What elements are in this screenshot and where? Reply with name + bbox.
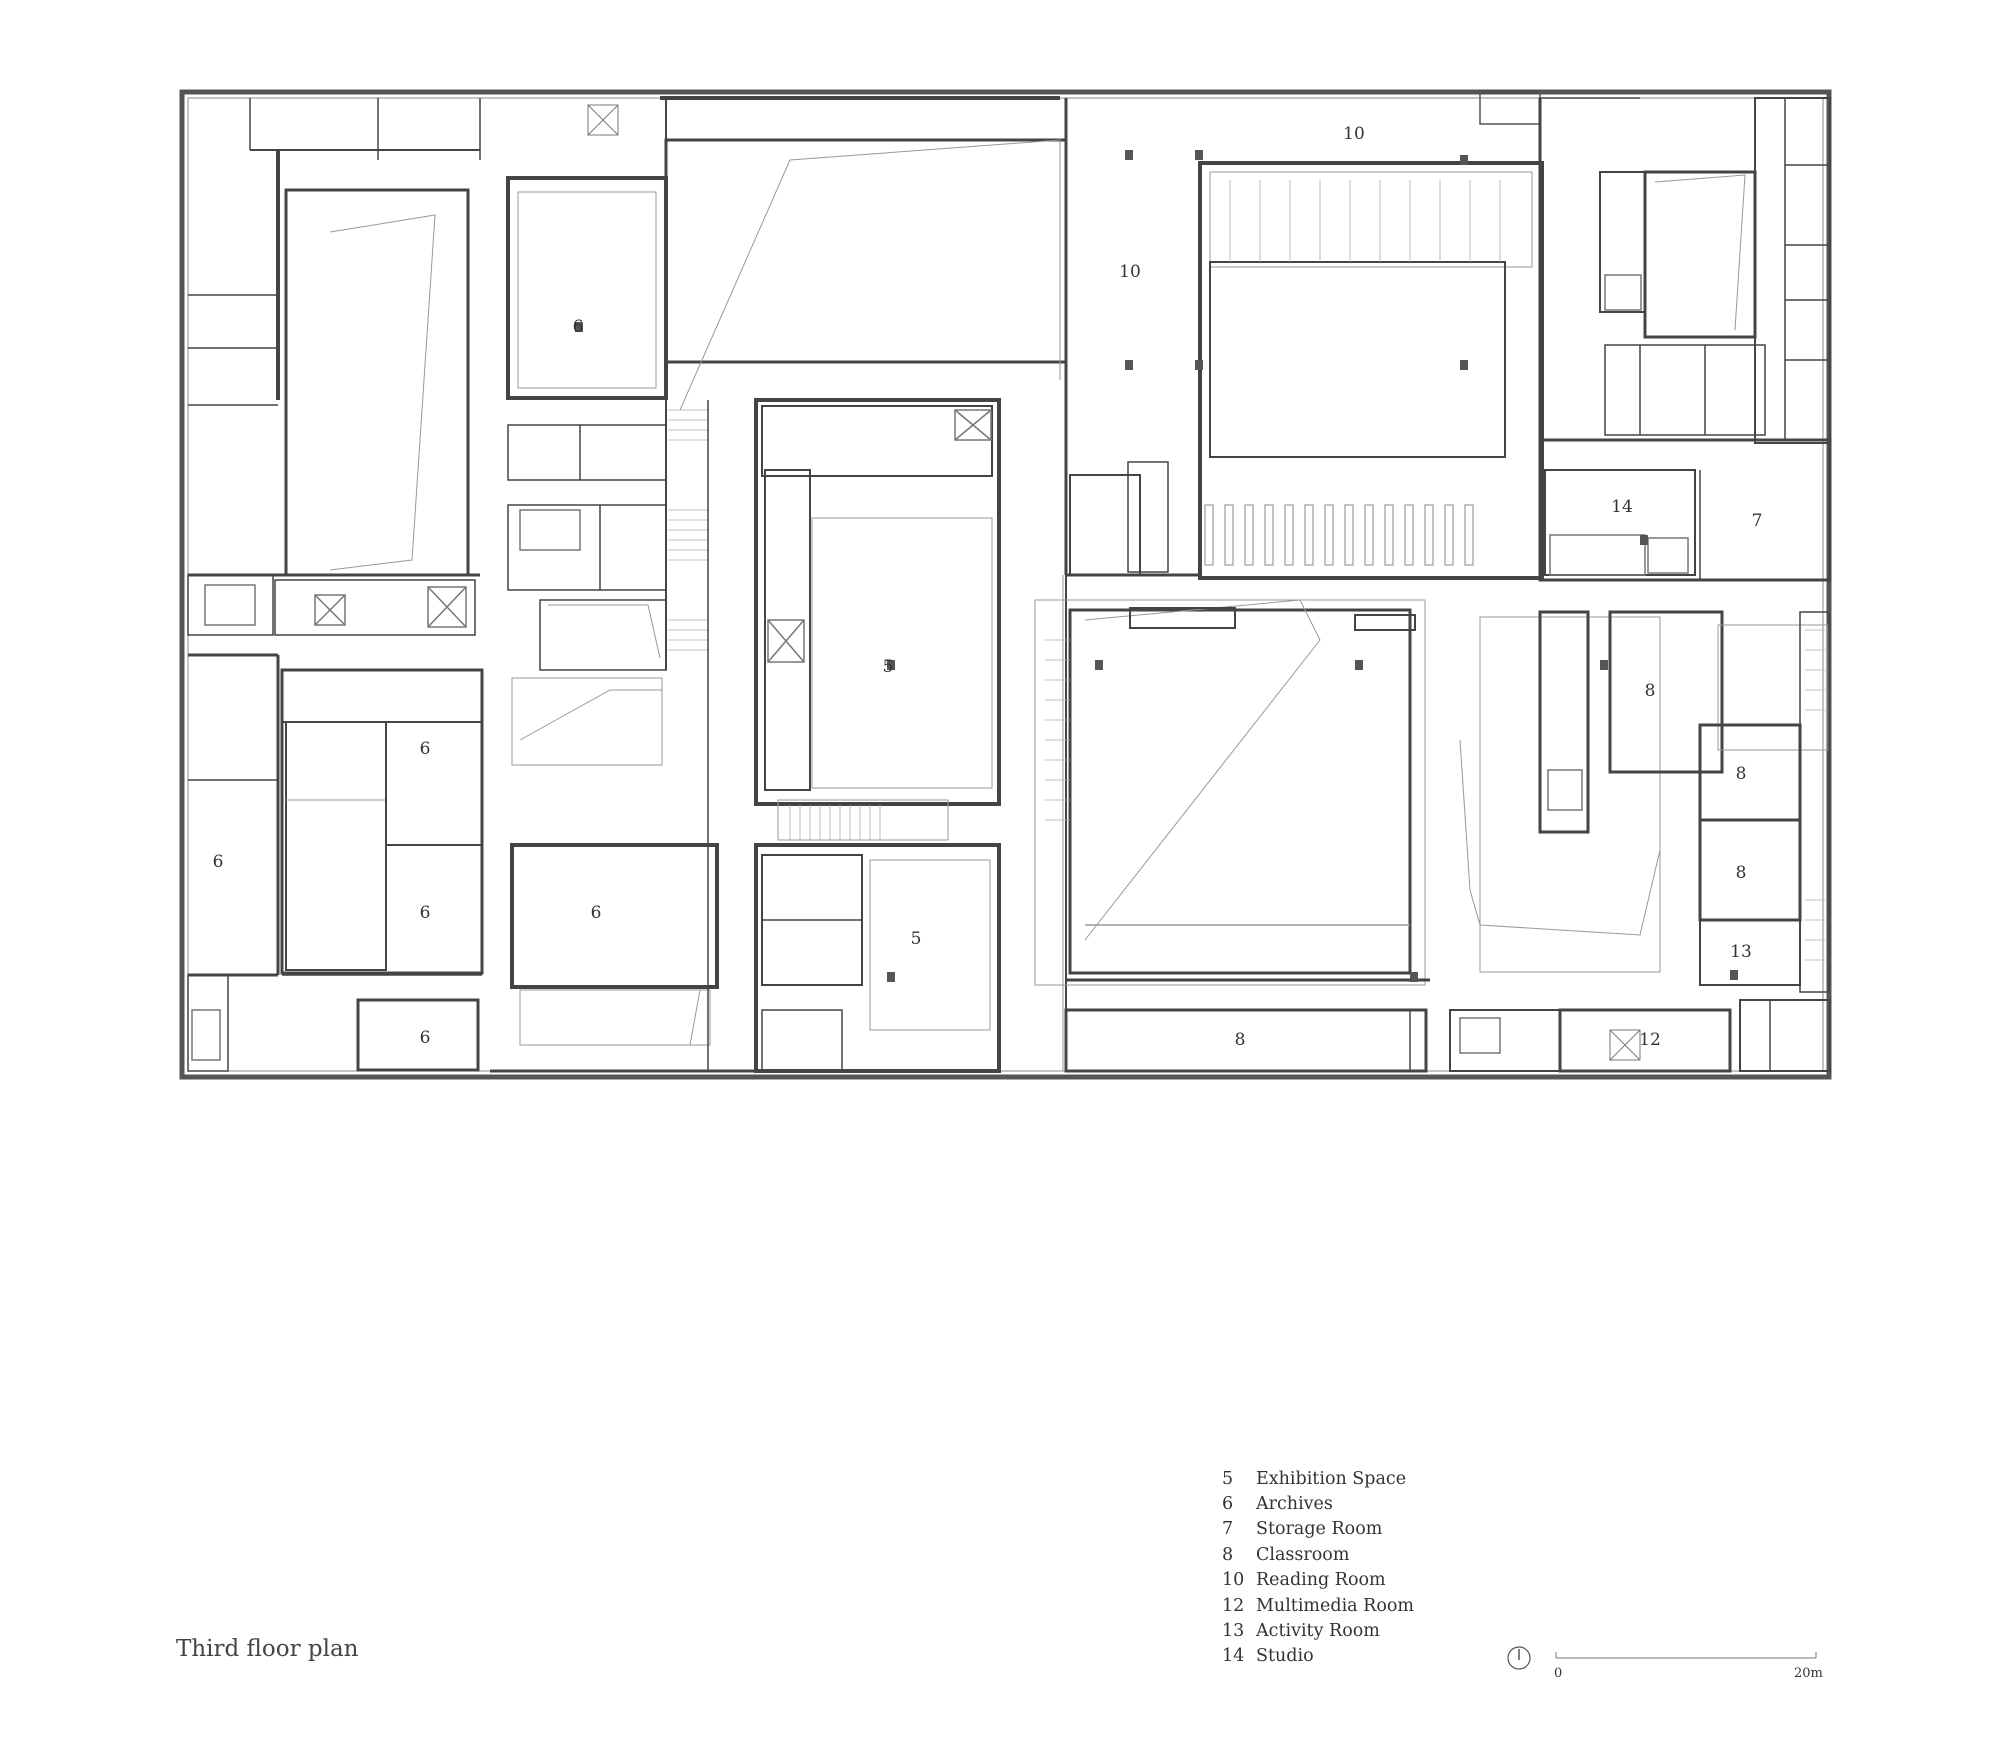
room-classroom-bottom (1064, 1008, 1428, 1073)
building-outline (179, 89, 1832, 1080)
scale-start-label: 0 (1554, 1666, 1563, 1681)
legend-label: Multimedia Room (1256, 1595, 1415, 1616)
legend-item: 8 Classroom (1222, 1542, 1414, 1567)
room-label-reading-room-a: 10 (1343, 124, 1365, 144)
room-label-studio: 14 (1611, 497, 1633, 517)
room-label-archive-b: 6 (420, 739, 431, 759)
room-archive-b (356, 998, 480, 1072)
legend-number: 8 (1222, 1544, 1234, 1565)
room-label-multimedia: 12 (1639, 1030, 1661, 1050)
legend-number: 14 (1222, 1646, 1245, 1667)
room-label-classroom-b: 8 (1736, 764, 1747, 784)
room-label-archive-a: 6 (573, 317, 584, 337)
legend-number: 7 (1222, 1519, 1234, 1540)
room-archive-a (280, 668, 484, 975)
legend-label: Exhibition Space (1256, 1468, 1407, 1489)
room-label-exhibition-a: 5 (883, 657, 894, 677)
scale-bar: 0 20m (1506, 1646, 1826, 1686)
exhibition-block (754, 398, 1001, 806)
reading-room (1198, 161, 1544, 580)
room-labels: 10 10 6 6 6 6 6 6 5 5 14 7 8 8 8 8 13 12 (213, 124, 1763, 1050)
legend-item: 7 Storage Room (1222, 1517, 1414, 1542)
legend-number: 10 (1222, 1570, 1245, 1591)
legend: 5 Exhibition Space 6 Archives 7 Storage Roo… (1222, 1466, 1414, 1669)
room-label-activity: 13 (1730, 942, 1752, 962)
room-label-archive-c: 6 (213, 852, 224, 872)
legend-item: 14 Studio (1222, 1644, 1414, 1669)
legend-label: Storage Room (1256, 1519, 1383, 1540)
atrium-left (284, 188, 470, 577)
legend-item: 5 Exhibition Space (1222, 1466, 1414, 1491)
legend-number: 12 (1222, 1595, 1245, 1616)
legend-number: 6 (1222, 1494, 1234, 1515)
room-archive-c (510, 843, 719, 989)
room-label-classroom-d: 8 (1235, 1030, 1246, 1050)
north-arrow-icon (1507, 1646, 1817, 1670)
room-studio (1544, 469, 1696, 576)
room-label-classroom-a: 8 (1645, 681, 1656, 701)
room-label-classroom-c: 8 (1736, 863, 1747, 883)
room-label-archive-e: 6 (591, 903, 602, 923)
room-multimedia (1558, 1008, 1732, 1073)
atrium-center-top (664, 138, 1068, 364)
legend-item: 12 Multimedia Room (1222, 1593, 1414, 1618)
legend-label: Reading Room (1256, 1570, 1386, 1591)
exhibition-lower (754, 843, 1001, 1073)
drawing-title: Third floor plan (176, 1636, 359, 1662)
legend-item: 13 Activity Room (1222, 1618, 1414, 1643)
room-label-archive-f: 6 (420, 1028, 431, 1048)
room-label-archive-d: 6 (420, 903, 431, 923)
legend-label: Classroom (1256, 1544, 1350, 1565)
room-archive-top (506, 176, 668, 400)
room-label-reading-room-b: 10 (1119, 262, 1141, 282)
room-label-storage: 7 (1752, 511, 1763, 531)
legend-label: Archives (1256, 1494, 1333, 1515)
legend-item: 6 Archives (1222, 1491, 1414, 1516)
room-label-exhibition-b: 5 (911, 929, 922, 949)
room-classroom-a (1608, 610, 1724, 774)
legend-label: Activity Room (1256, 1621, 1380, 1642)
legend-number: 5 (1222, 1468, 1234, 1489)
room-classroom-c (1698, 818, 1802, 922)
scale-end-label: 20m (1794, 1666, 1823, 1681)
legend-label: Studio (1256, 1646, 1314, 1667)
atrium-center-bottom (1068, 608, 1412, 975)
legend-number: 13 (1222, 1621, 1245, 1642)
legend-item: 10 Reading Room (1222, 1568, 1414, 1593)
